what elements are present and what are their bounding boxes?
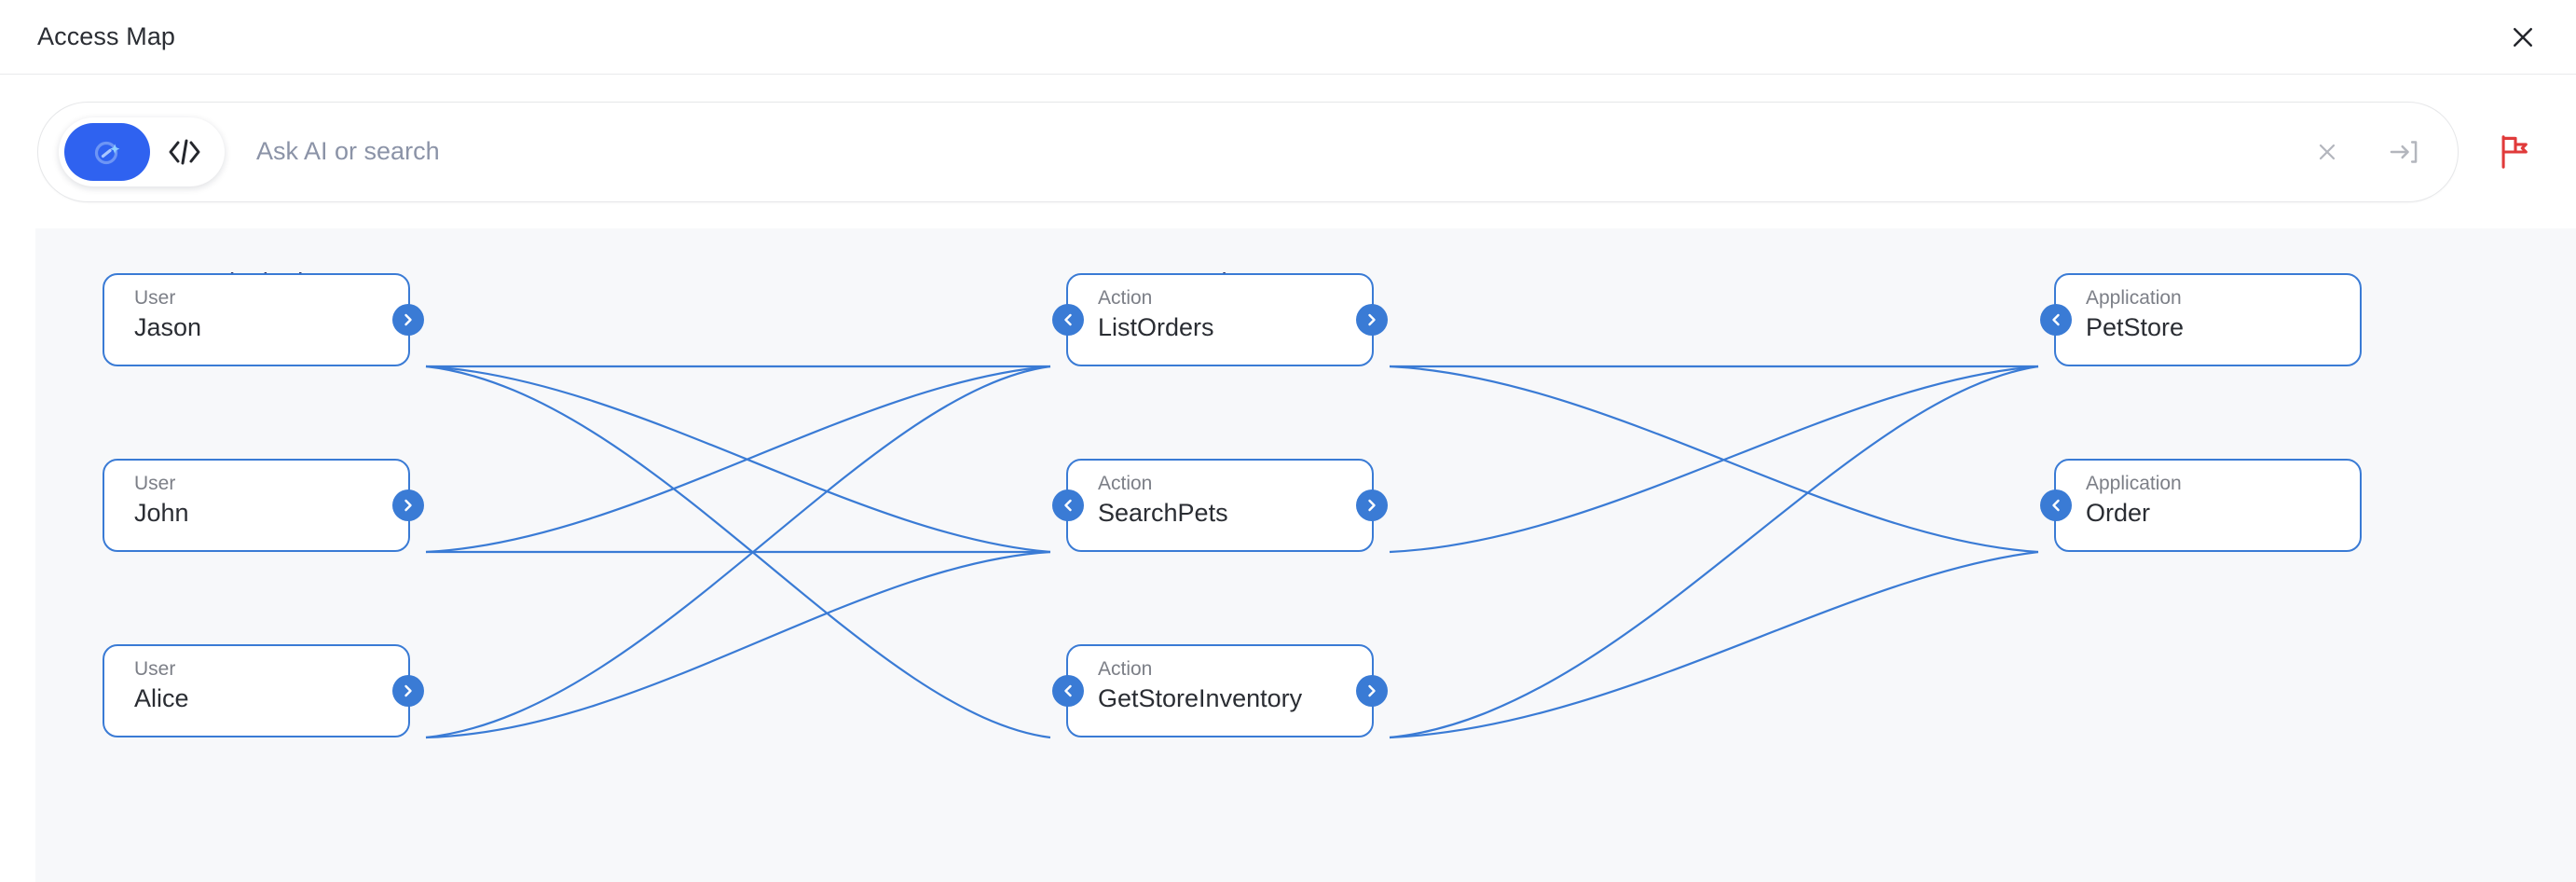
node-input-port[interactable]: [1052, 675, 1084, 707]
chevron-right-icon: [1368, 499, 1376, 512]
node-type-label: User: [134, 658, 176, 680]
node-input-port[interactable]: [1052, 489, 1084, 521]
node-type-label: User: [134, 473, 176, 494]
node-type-label: User: [134, 287, 176, 309]
node-type-label: Application: [2086, 473, 2182, 494]
graph-node-alice[interactable]: User Alice: [103, 644, 424, 737]
chevron-right-icon: [404, 499, 412, 512]
node-input-port[interactable]: [1052, 304, 1084, 336]
graph-node-searchpets[interactable]: Action SearchPets: [1052, 459, 1388, 552]
node-name-label: ListOrders: [1098, 313, 1214, 342]
graph-node-order[interactable]: Application Order: [2040, 459, 2362, 552]
node-input-port[interactable]: [2040, 489, 2072, 521]
flag-button[interactable]: [2483, 119, 2548, 185]
chevron-left-icon: [2052, 313, 2060, 326]
ai-mode-button[interactable]: [64, 122, 150, 181]
clear-x-icon: [2319, 144, 2336, 159]
node-output-port[interactable]: [392, 675, 424, 707]
edge-alice-searchpets: [425, 550, 1051, 739]
code-brackets-icon: [169, 139, 200, 164]
node-type-label: Action: [1098, 658, 1153, 680]
edge-jason-searchpets: [425, 365, 1051, 554]
node-name-label: GetStoreInventory: [1098, 684, 1303, 713]
node-input-port[interactable]: [2040, 304, 2072, 336]
node-type-label: Action: [1098, 473, 1153, 494]
edge-searchpets-petstore: [1389, 365, 2039, 554]
edge-getstore-order: [1389, 550, 2039, 739]
node-output-port[interactable]: [1356, 675, 1388, 707]
graph-node-petstore[interactable]: Application PetStore: [2040, 273, 2362, 366]
chevron-left-icon: [2052, 499, 2060, 512]
node-output-port[interactable]: [1356, 304, 1388, 336]
search-toolbar: [0, 75, 2576, 228]
window-titlebar: Access Map: [0, 0, 2576, 75]
node-type-label: Application: [2086, 287, 2182, 309]
search-input[interactable]: [256, 137, 2299, 166]
enter-arrow-icon: [2390, 140, 2418, 163]
close-button[interactable]: [2498, 12, 2548, 62]
edge-jason-getstore: [425, 365, 1051, 739]
close-icon: [2514, 27, 2532, 47]
edge-listorders-order: [1389, 365, 2039, 554]
node-name-label: SearchPets: [1098, 499, 1228, 528]
node-name-label: Jason: [134, 313, 202, 342]
search-mode-switch[interactable]: [59, 117, 225, 186]
graph-node-jason[interactable]: User Jason: [103, 273, 424, 366]
search-bar[interactable]: [37, 101, 2459, 202]
edge-alice-listorders: [425, 365, 1051, 739]
graph-node-getstoreinventory[interactable]: Action GetStoreInventory: [1052, 644, 1388, 737]
chevron-right-icon: [404, 684, 412, 697]
chevron-right-icon: [404, 313, 412, 326]
chevron-right-icon: [1368, 684, 1376, 697]
chevron-left-icon: [1064, 684, 1072, 697]
flag-icon: [2501, 134, 2528, 169]
edge-getstore-petstore: [1389, 365, 2039, 739]
graph-node-listorders[interactable]: Action ListOrders: [1052, 273, 1388, 366]
node-name-label: Alice: [134, 684, 189, 713]
node-output-port[interactable]: [392, 304, 424, 336]
node-output-port[interactable]: [392, 489, 424, 521]
chevron-right-icon: [1368, 313, 1376, 326]
chevron-left-icon: [1064, 499, 1072, 512]
node-name-label: PetStore: [2086, 313, 2185, 342]
graph-node-john[interactable]: User John: [103, 459, 424, 552]
code-mode-button[interactable]: [150, 123, 219, 181]
page-title: Access Map: [37, 22, 176, 50]
access-map-canvas[interactable]: Principal Action Resource User Jason: [35, 228, 2576, 882]
chevron-left-icon: [1064, 313, 1072, 326]
edge-john-listorders: [425, 365, 1051, 554]
node-type-label: Action: [1098, 287, 1153, 309]
node-output-port[interactable]: [1356, 489, 1388, 521]
clear-search-button[interactable]: [2299, 124, 2355, 180]
node-name-label: Order: [2086, 499, 2151, 528]
submit-search-button[interactable]: [2376, 124, 2432, 180]
node-name-label: John: [134, 499, 189, 528]
ai-sparkle-icon: [94, 141, 120, 164]
